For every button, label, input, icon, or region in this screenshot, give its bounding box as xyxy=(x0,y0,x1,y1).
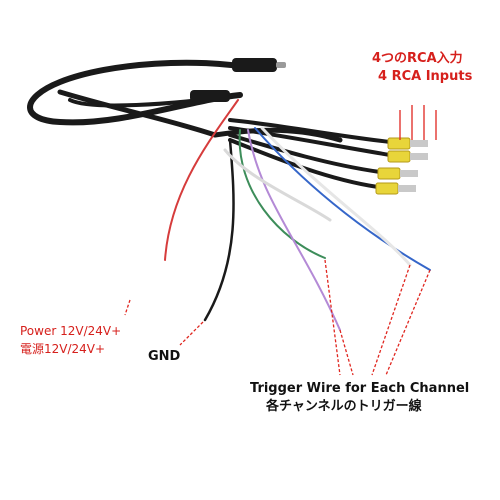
trigger-wire-label-jp: 各チャンネルのトリガー線 xyxy=(266,399,422,414)
rca-inputs-label-en: 4 RCA Inputs xyxy=(378,69,473,84)
rca-plug-icon xyxy=(375,137,428,195)
thin-wires xyxy=(164,99,431,331)
power-plug-icon xyxy=(190,58,286,102)
power-label-jp: 電源12V/24V+ xyxy=(20,342,106,356)
annotation-arrows xyxy=(124,105,437,376)
rca-inputs-label-jp: 4つのRCA入力 xyxy=(372,51,463,66)
gnd-label: GND xyxy=(148,349,181,364)
trigger-wire-label-en: Trigger Wire for Each Channel xyxy=(250,381,470,396)
power-label-en: Power 12V/24V+ xyxy=(20,324,122,338)
